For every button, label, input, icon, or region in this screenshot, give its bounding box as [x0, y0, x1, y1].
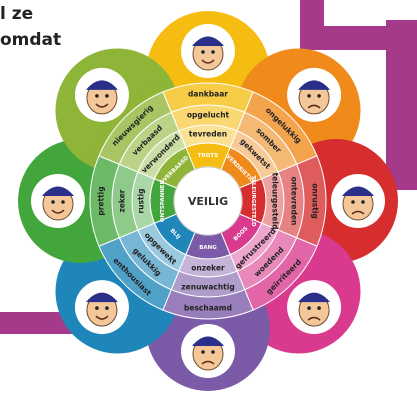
word-label-ontspannen-3: prettig: [97, 186, 106, 215]
face-eye-right: [105, 94, 109, 98]
word-label-teleurgesteld-3: onrustig: [310, 183, 319, 219]
face-mouth: [307, 316, 321, 321]
face-cap: [85, 80, 118, 90]
word-label-teleurgesteld-1: teleurgesteld: [270, 173, 279, 230]
emotion-label-bang: BANG: [199, 245, 217, 251]
face-eye-right: [211, 350, 215, 354]
word-label-teleurgesteld-2: ontevreden: [289, 177, 298, 226]
face-eye-right: [361, 200, 365, 204]
center: VEILIG: [173, 166, 243, 236]
face-ontspannen-icon: [31, 174, 85, 228]
face-eye-right: [61, 200, 65, 204]
word-label-trots-1: tevreden: [189, 130, 227, 139]
emotion-label-teleurgesteld: TELEURGESTELD: [250, 175, 256, 227]
word-label-bang-2: zenuwachtig: [181, 283, 234, 292]
face-eye-right: [317, 94, 321, 98]
faces: [31, 24, 385, 378]
emotion-label-ontspannen: ONTSPANNEN: [160, 179, 166, 222]
word-label-trots-2: opgelucht: [187, 111, 230, 120]
face-mouth: [201, 360, 215, 365]
emotion-label-trots: TROTS: [198, 153, 218, 159]
word-label-trots-3: dankbaar: [188, 90, 228, 99]
face-eye-left: [201, 350, 205, 354]
center-circle: [173, 166, 243, 236]
caption-line-1: l ze: [0, 4, 34, 24]
face-cap: [342, 186, 374, 196]
face-mouth: [95, 315, 109, 320]
face-boos-icon: [287, 280, 342, 335]
face-eye-left: [351, 200, 355, 204]
face-teleurgesteld-icon: [331, 174, 385, 228]
face-mouth: [201, 59, 215, 64]
face-eye-left: [95, 94, 99, 98]
face-cap: [42, 186, 74, 196]
face-mouth: [51, 209, 65, 214]
ring-nieuwsgierig-3: [98, 91, 172, 165]
caption-line-2: omdat: [0, 30, 62, 50]
face-eye-left: [51, 200, 55, 204]
face-mouth: [95, 103, 109, 108]
face-eye-left: [307, 306, 311, 310]
face-eye-right: [317, 306, 321, 310]
word-label-bang-1: onzeker: [191, 264, 225, 273]
face-bang-icon: [181, 324, 235, 378]
frame-top-horizontal: [300, 26, 417, 50]
face-eye-left: [95, 306, 99, 310]
face-nieuwsgierig-icon: [74, 67, 129, 122]
rings: [89, 82, 327, 320]
face-cap: [298, 80, 331, 90]
word-label-ontspannen-2: zeker: [118, 189, 127, 212]
face-cap: [85, 292, 118, 303]
face-blij-icon: [74, 280, 129, 335]
face-eye-left: [201, 50, 205, 54]
face-eye-left: [307, 94, 311, 98]
face-verdriet-icon: [287, 67, 342, 122]
face-eye-right: [105, 306, 109, 310]
face-trots-icon: [181, 24, 235, 78]
face-mouth: [351, 210, 365, 215]
center-label: VEILIG: [188, 195, 228, 208]
word-label-bang-3: beschaamd: [184, 304, 232, 313]
word-label-ontspannen-1: rustig: [137, 188, 146, 213]
face-eye-right: [211, 50, 215, 54]
face-cap: [192, 36, 224, 46]
face-cap: [192, 336, 224, 346]
face-mouth: [307, 104, 321, 109]
face-cap: [298, 292, 331, 303]
